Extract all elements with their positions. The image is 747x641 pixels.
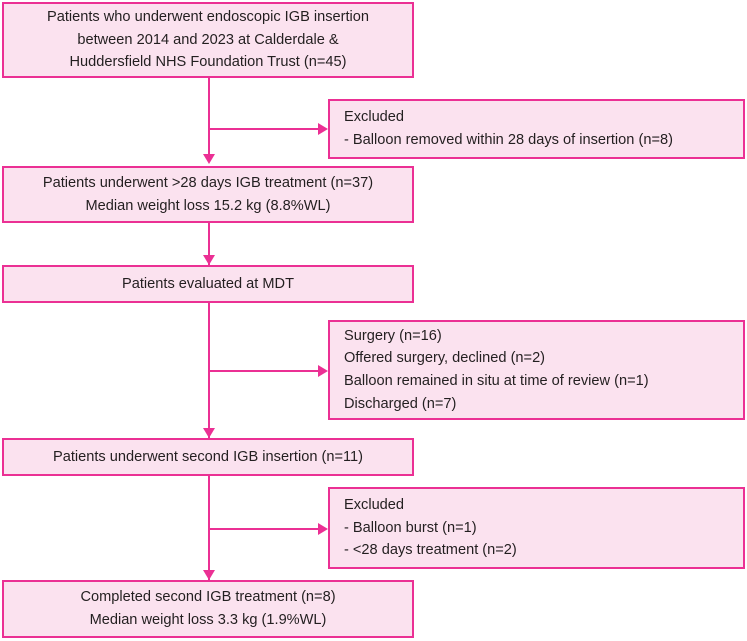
completed-second-treatment-box: Completed second IGB treatment (n=8) Med… xyxy=(2,580,414,638)
excluded-early-removal-line-2: - Balloon removed within 28 days of inse… xyxy=(344,132,673,148)
arrowhead-mdt-to-second-insertion xyxy=(203,428,215,438)
initial-cohort-line-1: Patients who underwent endoscopic IGB in… xyxy=(46,9,370,26)
completed-second-treatment-line-1: Completed second IGB treatment (n=8) xyxy=(80,589,336,606)
excluded-early-removal-box: Excluded - Balloon removed within 28 day… xyxy=(328,99,745,159)
arrowhead-branch-mdt-outcomes xyxy=(318,365,328,377)
initial-cohort-line-3: Huddersfield NHS Foundation Trust (n=45) xyxy=(69,54,347,71)
treated-over-28-days-line-2: Median weight loss 15.2 kg (8.8%WL) xyxy=(85,197,331,214)
arrowhead-cohort-to-treated xyxy=(203,154,215,164)
initial-cohort-box: Patients who underwent endoscopic IGB in… xyxy=(2,2,414,78)
excluded-second-balloon-line-2: - Balloon burst (n=1) xyxy=(344,519,477,536)
treated-over-28-days-line-1: Patients underwent >28 days IGB treatmen… xyxy=(42,174,374,191)
mdt-evaluation-box: Patients evaluated at MDT xyxy=(2,265,414,303)
completed-second-treatment-line-2: Median weight loss 3.3 kg (1.9%WL) xyxy=(89,612,327,628)
excluded-second-balloon-box: Excluded - Balloon burst (n=1) - <28 day… xyxy=(328,487,745,569)
connector-branch-excluded-1 xyxy=(208,128,320,130)
arrowhead-branch-excluded-2 xyxy=(318,523,328,535)
connector-branch-mdt-outcomes xyxy=(208,370,320,372)
mdt-outcomes-box: Surgery (n=16) Offered surgery, declined… xyxy=(328,320,745,420)
connector-cohort-to-treated xyxy=(208,78,210,156)
mdt-outcomes-line-4: Discharged (n=7) xyxy=(344,395,457,412)
mdt-outcomes-line-3: Balloon remained in situ at time of revi… xyxy=(344,373,649,389)
mdt-evaluation-line-1: Patients evaluated at MDT xyxy=(122,275,294,292)
connector-branch-excluded-2 xyxy=(208,528,320,530)
mdt-outcomes-line-1: Surgery (n=16) xyxy=(344,327,442,344)
mdt-outcomes-line-2: Offered surgery, declined (n=2) xyxy=(344,350,546,367)
arrowhead-treated-to-mdt xyxy=(203,255,215,265)
treated-over-28-days-box: Patients underwent >28 days IGB treatmen… xyxy=(2,166,414,223)
excluded-second-balloon-line-1: Excluded xyxy=(344,497,405,514)
arrowhead-branch-excluded-1 xyxy=(318,123,328,135)
excluded-second-balloon-line-3: - <28 days treatment (n=2) xyxy=(344,542,517,559)
initial-cohort-line-2: between 2014 and 2023 at Calderdale & xyxy=(77,31,339,48)
arrowhead-second-insertion-to-completed xyxy=(203,570,215,580)
excluded-early-removal-line-1: Excluded xyxy=(344,109,405,126)
connector-treated-to-mdt xyxy=(208,223,210,265)
second-insertion-box: Patients underwent second IGB insertion … xyxy=(2,438,414,476)
second-insertion-line-1: Patients underwent second IGB insertion … xyxy=(52,448,364,465)
